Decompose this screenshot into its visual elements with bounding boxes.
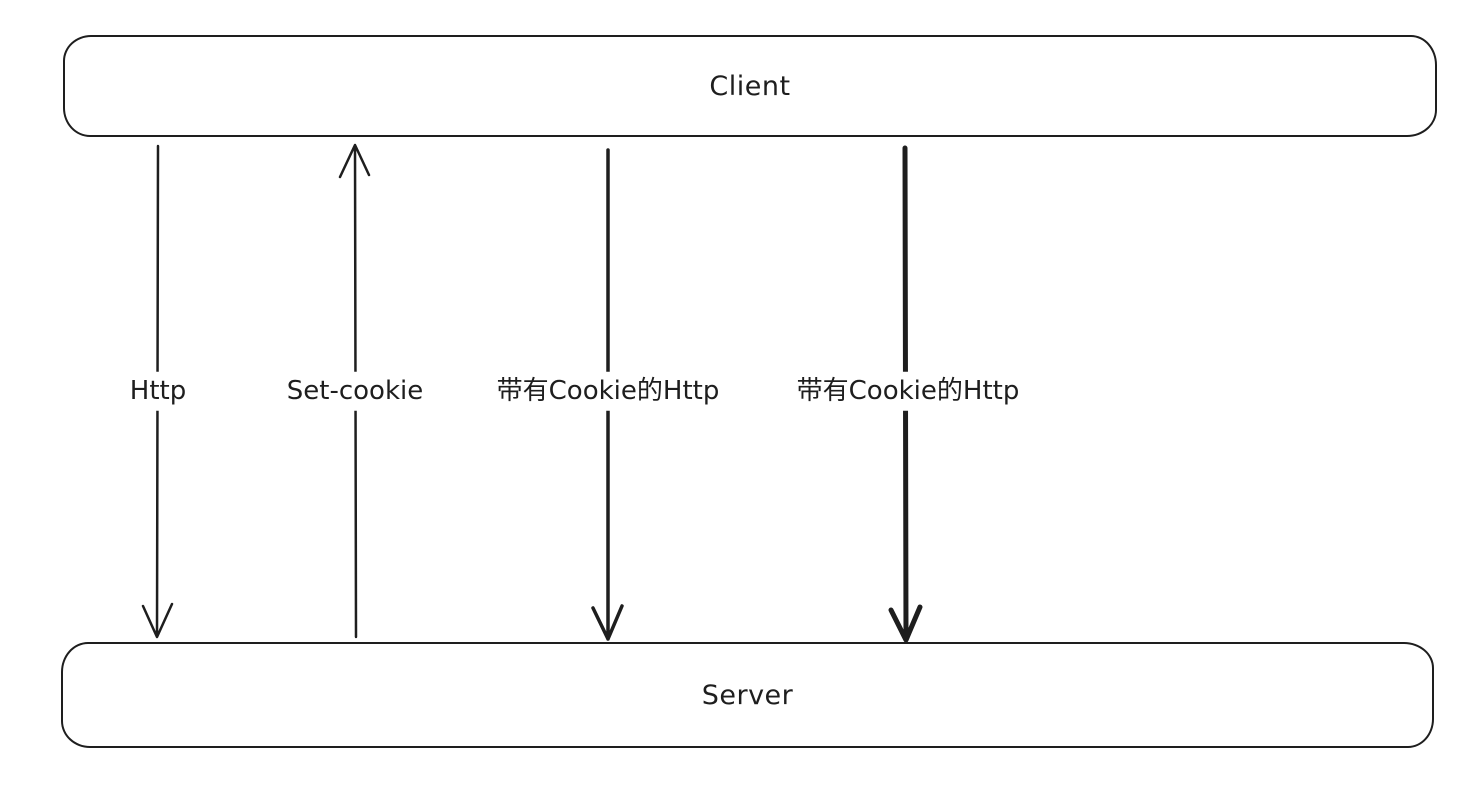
client-node[interactable]: Client: [63, 35, 1437, 137]
edge-label-http[interactable]: Http: [121, 371, 195, 411]
server-node[interactable]: Server: [61, 642, 1434, 748]
edge-label-cookie-http-2[interactable]: 带有Cookie的Http: [788, 371, 1028, 411]
edge-label-cookie-http-1[interactable]: 带有Cookie的Http: [488, 371, 728, 411]
client-node-label: Client: [709, 70, 791, 102]
edge-label-set-cookie[interactable]: Set-cookie: [278, 371, 432, 411]
server-node-label: Server: [701, 679, 794, 711]
